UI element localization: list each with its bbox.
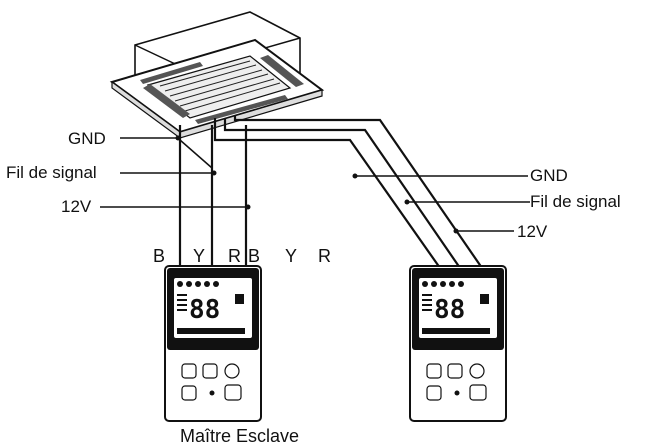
left-12v-label: 12V	[61, 197, 92, 216]
slave-buttons	[426, 363, 487, 401]
terminal-y-slave: Y	[285, 246, 297, 266]
slave-lcd-digits: 88	[434, 295, 465, 325]
wired-remote-controller-icon: 88	[164, 265, 262, 422]
right-signal-label: Fil de signal	[530, 192, 621, 211]
terminal-r-slave: R	[318, 246, 331, 266]
slave-wires	[213, 115, 483, 269]
master-wires	[178, 125, 248, 268]
left-leaders	[100, 135, 251, 210]
caption-master-slave: Maître Esclave	[180, 426, 299, 446]
master-controller: 88	[164, 265, 262, 422]
left-signal-label: Fil de signal	[6, 163, 97, 182]
master-buttons	[181, 363, 242, 401]
right-leaders	[352, 173, 530, 234]
cassette-ac-unit-icon	[109, 11, 325, 140]
left-gnd-label: GND	[68, 129, 106, 148]
wired-remote-controller-icon: 88	[409, 265, 507, 422]
terminal-y-master: Y	[193, 246, 205, 266]
right-gnd-label: GND	[530, 166, 568, 185]
terminal-b-master: B	[153, 246, 165, 266]
master-lcd-digits: 88	[189, 295, 220, 325]
terminal-b-slave: B	[248, 246, 260, 266]
terminal-r-master: R	[228, 246, 241, 266]
slave-controller: 88	[409, 265, 507, 422]
right-12v-label: 12V	[517, 222, 548, 241]
